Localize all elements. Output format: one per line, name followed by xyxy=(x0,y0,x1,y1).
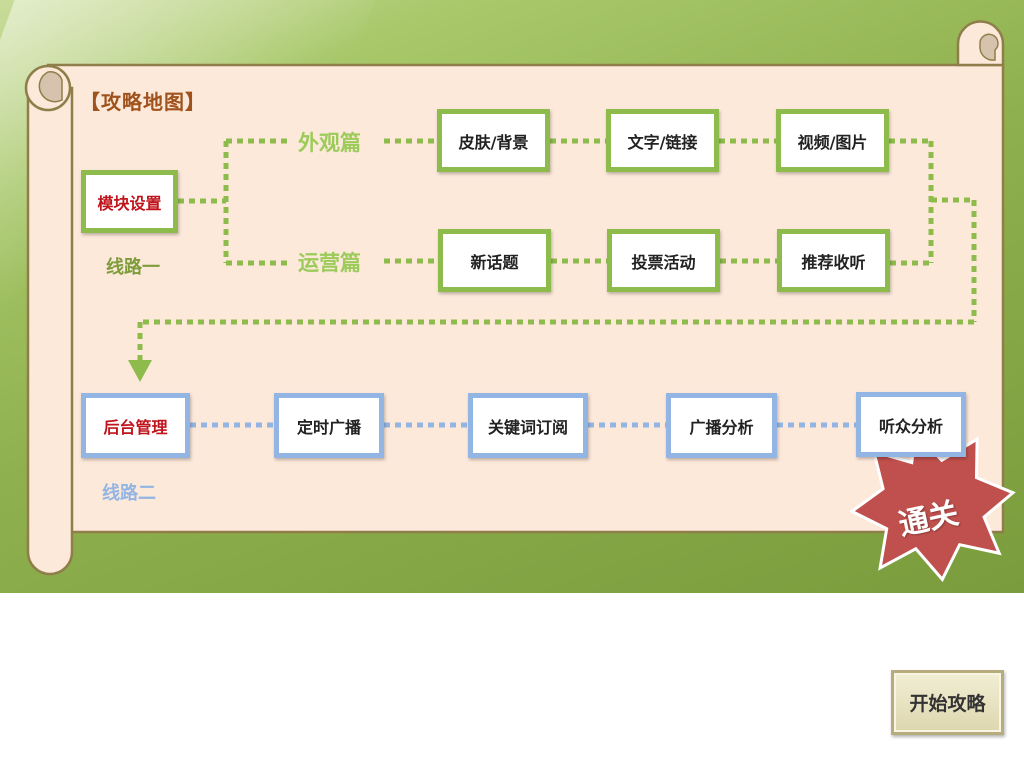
route-one-connectors xyxy=(137,138,977,362)
node-broadcast-analysis[interactable]: 广播分析 xyxy=(666,393,777,458)
node-video-images[interactable]: 视频/图片 xyxy=(776,109,889,172)
route-one-label: 线路一 xyxy=(106,257,160,278)
node-audience-analysis[interactable]: 听众分析 xyxy=(856,392,966,457)
route-one-arrowhead xyxy=(128,360,152,382)
node-text-links[interactable]: 文字/链接 xyxy=(606,109,719,172)
node-scheduled-broadcast[interactable]: 定时广播 xyxy=(274,393,384,458)
section-label-operations: 运营篇 xyxy=(298,251,361,275)
scroll-curl-right-inner xyxy=(979,33,999,61)
scroll-roll-left xyxy=(26,86,74,576)
scroll-roll-left-inner xyxy=(38,70,63,103)
node-recommend-follow[interactable]: 推荐收听 xyxy=(777,229,890,292)
node-vote-activity[interactable]: 投票活动 xyxy=(607,229,720,292)
node-backend-management[interactable]: 后台管理 xyxy=(81,393,190,458)
finish-badge-star xyxy=(849,429,1016,583)
section-label-appearance: 外观篇 xyxy=(298,131,361,155)
node-new-topic[interactable]: 新话题 xyxy=(438,229,551,292)
route-two-label: 线路二 xyxy=(102,483,156,504)
node-module-settings[interactable]: 模块设置 xyxy=(81,170,178,233)
node-keyword-subscribe[interactable]: 关键词订阅 xyxy=(468,393,588,458)
start-guide-button[interactable]: 开始攻略 xyxy=(891,670,1004,735)
node-skin-background[interactable]: 皮肤/背景 xyxy=(437,109,550,172)
map-title: 【攻略地图】 xyxy=(80,90,206,114)
